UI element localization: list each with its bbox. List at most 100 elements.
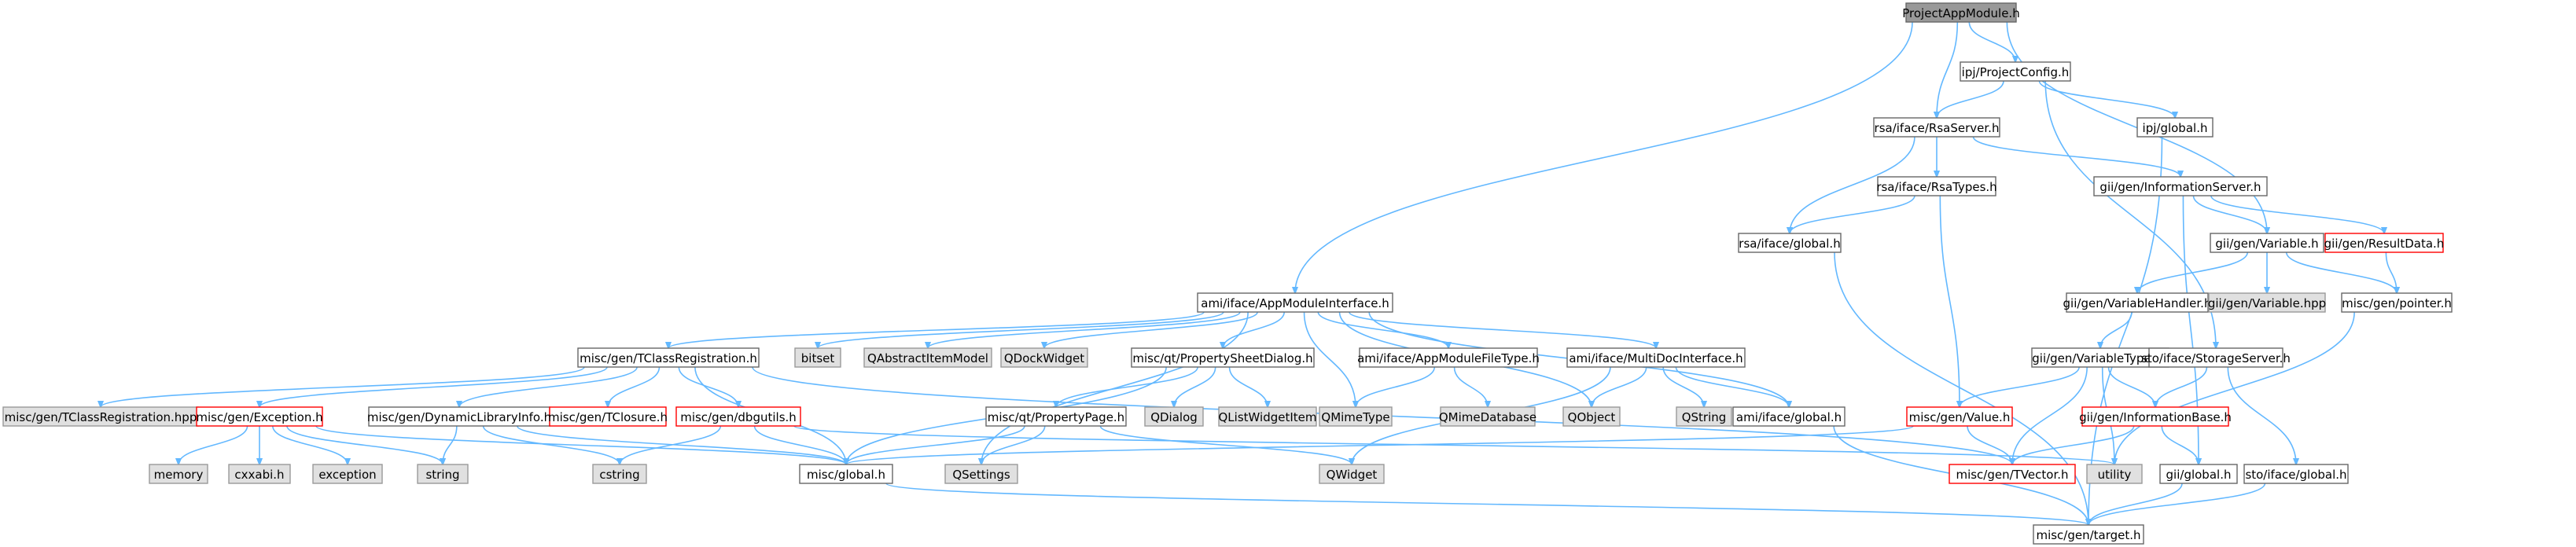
node-projectappmodule-h[interactable]: ProjectAppModule.h <box>1902 2 2020 23</box>
node-label: QDockWidget <box>1004 351 1084 365</box>
node-gii-gen-resultdata-h[interactable]: gii/gen/ResultData.h <box>2324 233 2445 253</box>
edge-ipj_pc-to-rsa_server <box>1937 80 2004 118</box>
edge-root-to-rsa_server <box>1937 21 1959 118</box>
node-label: misc/global.h <box>807 468 885 482</box>
edge-mtcr-to-mtcr_hpp <box>101 366 585 407</box>
edge-sto_global-to-mtarget <box>2088 483 2266 525</box>
node-box <box>312 464 383 484</box>
node-misc-gen-target-h[interactable]: misc/gen/target.h <box>2033 524 2144 545</box>
edge-mdli-to-string <box>443 425 458 464</box>
node-box <box>1218 406 1317 427</box>
edge-ami_amft-to-qmime <box>1356 366 1436 407</box>
node-utility: utility <box>2086 464 2143 484</box>
node-misc-qt-propertypage-h[interactable]: misc/qt/PropertyPage.h <box>985 406 1127 427</box>
node-label: misc/gen/TClosure.h <box>548 410 668 424</box>
node-label: gii/gen/InformationServer.h <box>2099 180 2261 194</box>
node-misc-global-h[interactable]: misc/global.h <box>799 464 893 484</box>
node-label: sto/iface/global.h <box>2245 468 2346 482</box>
node-label: misc/gen/DynamicLibraryInfo.h <box>367 410 551 424</box>
node-gii-gen-informationbase-h[interactable]: gii/gen/InformationBase.h <box>2079 406 2232 427</box>
edge-mglobal-to-mtarget <box>885 483 2088 525</box>
node-box <box>592 464 647 484</box>
node-ami-iface-appmodulefiletype-h[interactable]: ami/iface/AppModuleFileType.h <box>1357 347 1540 368</box>
node-gii-gen-variable-h[interactable]: gii/gen/Variable.h <box>2210 233 2324 253</box>
node-box <box>2031 347 2169 368</box>
edge-gii_rd-to-misc_ptr <box>2385 251 2397 293</box>
edge-ipj_global-to-mtarget <box>2088 136 2163 525</box>
edge-ami_ami-to-mqpsd <box>1223 311 1285 348</box>
node-rsa-iface-rsatypes-h[interactable]: rsa/iface/RsaTypes.h <box>1876 176 1997 196</box>
node-bitset: bitset <box>794 347 841 368</box>
node-box <box>1131 347 1315 368</box>
edge-ami_ami-to-ami_mdi <box>1349 311 1656 348</box>
edge-rsa_server-to-rsa_global <box>1790 136 1915 233</box>
edge-mdbg-to-utility <box>793 425 2114 464</box>
node-misc-gen-exception-h[interactable]: misc/gen/Exception.h <box>196 406 323 427</box>
edge-ami_mdi-to-ami_global <box>1675 366 1789 407</box>
node-gii-gen-variablehandler-h[interactable]: gii/gen/VariableHandler.h <box>2063 292 2212 313</box>
edge-ami_ami-to-bitset <box>818 311 1224 348</box>
node-gii-gen-variabletypes-h[interactable]: gii/gen/VariableTypes.h <box>2031 347 2169 368</box>
node-label: QAbstractItemModel <box>867 351 988 365</box>
edge-rsa_global-to-mtarget <box>1834 251 2088 525</box>
node-ipj-global-h[interactable]: ipj/global.h <box>2136 117 2214 138</box>
edge-rsa_types-to-mval <box>1939 195 1960 407</box>
node-box <box>1949 464 2076 484</box>
node-label: ami/iface/global.h <box>1736 410 1842 424</box>
node-misc-gen-dynamiclibraryinfo-h[interactable]: misc/gen/DynamicLibraryInfo.h <box>367 406 551 427</box>
node-misc-gen-dbgutils-h[interactable]: misc/gen/dbgutils.h <box>675 406 801 427</box>
node-box <box>2066 292 2209 313</box>
node-box <box>1000 347 1088 368</box>
node-box <box>417 464 469 484</box>
node-box <box>2243 464 2349 484</box>
node-misc-qt-propertysheetdialog-h[interactable]: misc/qt/PropertySheetDialog.h <box>1131 347 1315 368</box>
node-box <box>863 347 992 368</box>
node-label: QMimeDatabase <box>1439 410 1536 424</box>
node-label: gii/gen/Variable.hpp <box>2208 296 2326 310</box>
node-misc-gen-pointer-h[interactable]: misc/gen/pointer.h <box>2341 292 2453 313</box>
edge-root-to-ami_ami <box>1295 21 1913 293</box>
node-gii-global-h[interactable]: gii/global.h <box>2159 464 2238 484</box>
node-box <box>799 464 893 484</box>
node-string: string <box>417 464 469 484</box>
edge-mexc-to-string <box>286 425 443 464</box>
edge-rsa_types-to-rsa_global <box>1790 195 1915 233</box>
node-ipj-projectconfig-h[interactable]: ipj/ProjectConfig.h <box>1960 61 2071 82</box>
node-sto-iface-global-h[interactable]: sto/iface/global.h <box>2243 464 2349 484</box>
node-misc-gen-value-h[interactable]: misc/gen/Value.h <box>1906 406 2013 427</box>
node-sto-iface-storageserver-h[interactable]: sto/iface/StorageServer.h <box>2141 347 2291 368</box>
node-ami-iface-appmoduleinterface-h[interactable]: ami/iface/AppModuleInterface.h <box>1197 292 1393 313</box>
node-box <box>1144 406 1204 427</box>
node-rsa-iface-global-h[interactable]: rsa/iface/global.h <box>1738 233 1842 253</box>
edge-mtcr-to-mdbg <box>678 366 738 407</box>
node-label: misc/gen/TClassRegistration.h <box>580 351 757 365</box>
node-label: misc/gen/TVector.h <box>1956 468 2068 482</box>
node-qdockwidget: QDockWidget <box>1000 347 1088 368</box>
edge-sto_ss-to-gii_ib <box>2155 366 2208 407</box>
node-box <box>1566 347 1746 368</box>
node-box <box>549 406 667 427</box>
node-box <box>2210 233 2324 253</box>
node-rsa-iface-rsaserver-h[interactable]: rsa/iface/RsaServer.h <box>1873 117 2000 138</box>
node-ami-iface-global-h[interactable]: ami/iface/global.h <box>1732 406 1846 427</box>
node-box <box>1676 406 1732 427</box>
node-gii-gen-informationserver-h[interactable]: gii/gen/InformationServer.h <box>2093 176 2268 196</box>
node-misc-gen-tclosure-h[interactable]: misc/gen/TClosure.h <box>548 406 668 427</box>
edge-mdbg-to-cstring <box>620 425 722 464</box>
edge-mdli-to-mglobal <box>517 425 846 464</box>
node-label: sto/iface/StorageServer.h <box>2141 351 2291 365</box>
node-box <box>1905 2 2017 23</box>
edge-misc_ptr-to-utility <box>2114 311 2355 464</box>
node-label: misc/gen/dbgutils.h <box>680 410 797 424</box>
node-label: cstring <box>599 468 639 482</box>
node-box <box>1906 406 2013 427</box>
node-label: cxxabi.h <box>234 468 284 482</box>
node-label: misc/gen/Exception.h <box>196 410 322 424</box>
node-misc-gen-tclassregistration-h[interactable]: misc/gen/TClassRegistration.h <box>577 347 760 368</box>
edge-ami_ami-to-qaim <box>928 311 1241 348</box>
node-misc-gen-tvector-h[interactable]: misc/gen/TVector.h <box>1949 464 2076 484</box>
node-box <box>577 347 760 368</box>
node-label: utility <box>2098 468 2132 482</box>
node-ami-iface-multidocinterface-h[interactable]: ami/iface/MultiDocInterface.h <box>1566 347 1746 368</box>
node-label: ami/iface/MultiDocInterface.h <box>1569 351 1742 365</box>
